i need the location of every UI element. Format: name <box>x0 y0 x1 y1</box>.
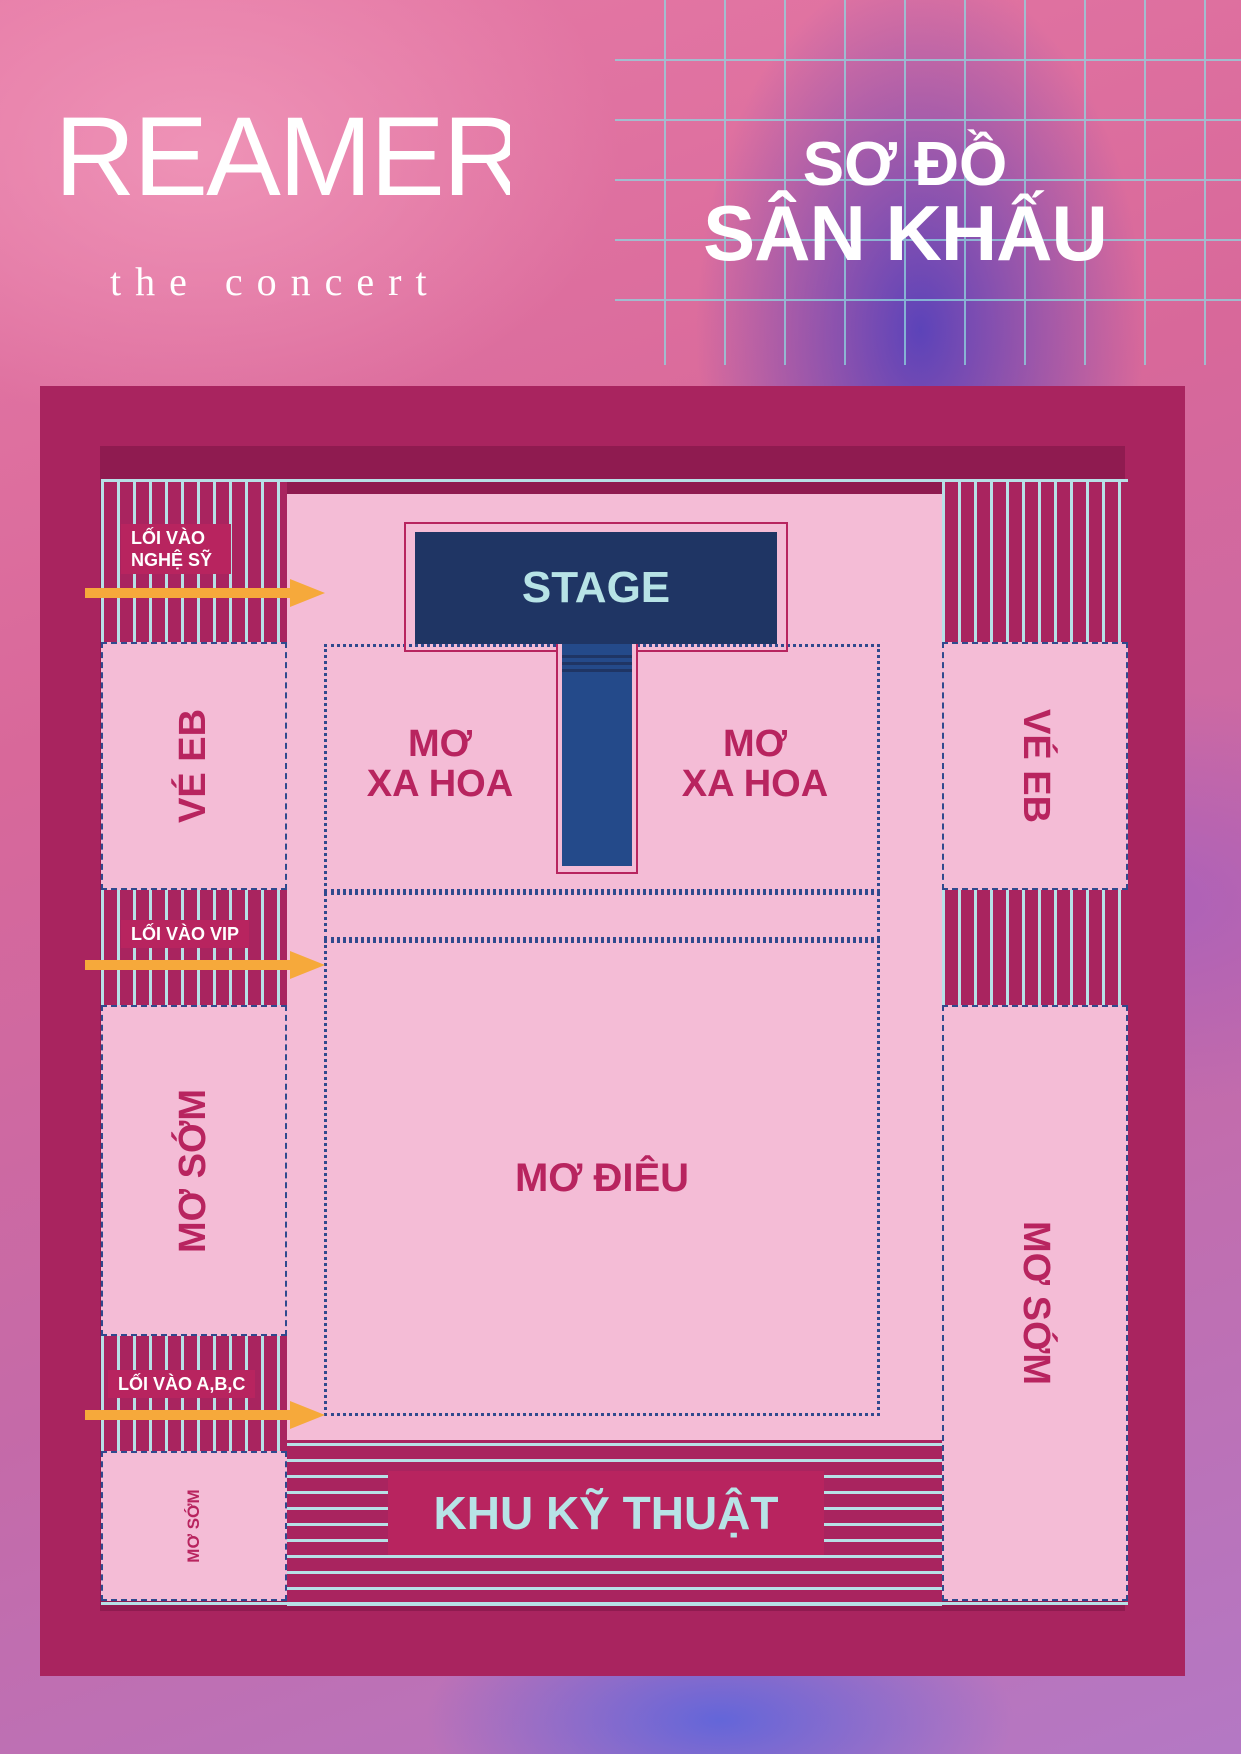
zone-ve-eb-right[interactable]: VÉ EB <box>942 642 1128 890</box>
decorative-grid <box>615 0 1241 365</box>
zone-mo-som-small[interactable]: MƠ SỚM <box>101 1451 287 1601</box>
mo-xa-hoa-right-line2: XA HOA <box>681 763 829 805</box>
stripe-block-mid-right <box>942 890 1128 1005</box>
ve-eb-right-label: VÉ EB <box>1014 708 1057 824</box>
zone-mo-dieu-label: MƠ ĐIÊU <box>514 1156 690 1200</box>
mo-xa-hoa-left-line2: XA HOA <box>366 763 514 805</box>
arrow-right-icon <box>85 579 325 607</box>
dreamers-logo: DREAMERS <box>60 94 510 219</box>
technical-area-label: KHU KỸ THUẬT <box>433 1487 779 1539</box>
zone-mo-xa-hoa-right-label: MƠ XA HOA <box>655 715 855 815</box>
zone-mo-som-left[interactable]: MƠ SỚM <box>101 1005 287 1336</box>
zone-mo-xa-hoa-left-label: MƠ XA HOA <box>340 715 540 815</box>
mo-som-left-label: MƠ SỚM <box>172 1088 215 1253</box>
entrance-abc-tag: LỐI VÀO A,B,C <box>108 1370 256 1398</box>
entrance-artist-line2: NGHỆ SỸ <box>131 550 213 570</box>
entrance-artist-tag: LỐI VÀO NGHỆ SỸ <box>121 524 231 574</box>
stripe-block-top-right <box>942 479 1128 642</box>
zone-ve-eb-left[interactable]: VÉ EB <box>101 642 287 890</box>
svg-text:DREAMERS: DREAMERS <box>60 94 510 219</box>
stage-runway <box>562 644 632 866</box>
page-title-line1: SƠ ĐỒ <box>802 130 1008 199</box>
stripe-top-edge <box>101 479 1128 482</box>
entrance-artist-line1: LỐI VÀO <box>131 528 206 548</box>
mo-som-small-label: MƠ SỚM <box>184 1489 204 1563</box>
runway-stripes <box>562 652 632 672</box>
logo-subtitle: the concert <box>110 259 441 304</box>
arrow-right-icon <box>85 1401 325 1429</box>
stage[interactable]: STAGE <box>415 532 777 644</box>
page-title-line2: SÂN KHẤU <box>703 189 1108 277</box>
stage-label: STAGE <box>521 563 671 612</box>
mo-xa-hoa-right-line1: MƠ <box>722 723 788 766</box>
mo-xa-hoa-left-line1: MƠ <box>407 723 473 766</box>
entrance-vip-tag: LỐI VÀO VIP <box>121 920 250 948</box>
mo-som-right-label: MƠ SỚM <box>1014 1220 1057 1386</box>
technical-area[interactable]: KHU KỸ THUẬT <box>388 1471 824 1555</box>
arrow-right-icon <box>85 951 325 979</box>
ve-eb-left-label: VÉ EB <box>172 708 215 824</box>
zone-mo-som-right[interactable]: MƠ SỚM <box>942 1005 1128 1601</box>
zone-walkway <box>324 892 880 940</box>
stripe-bottom-edge <box>101 1602 1128 1605</box>
zone-mo-dieu[interactable]: MƠ ĐIÊU <box>324 940 880 1416</box>
